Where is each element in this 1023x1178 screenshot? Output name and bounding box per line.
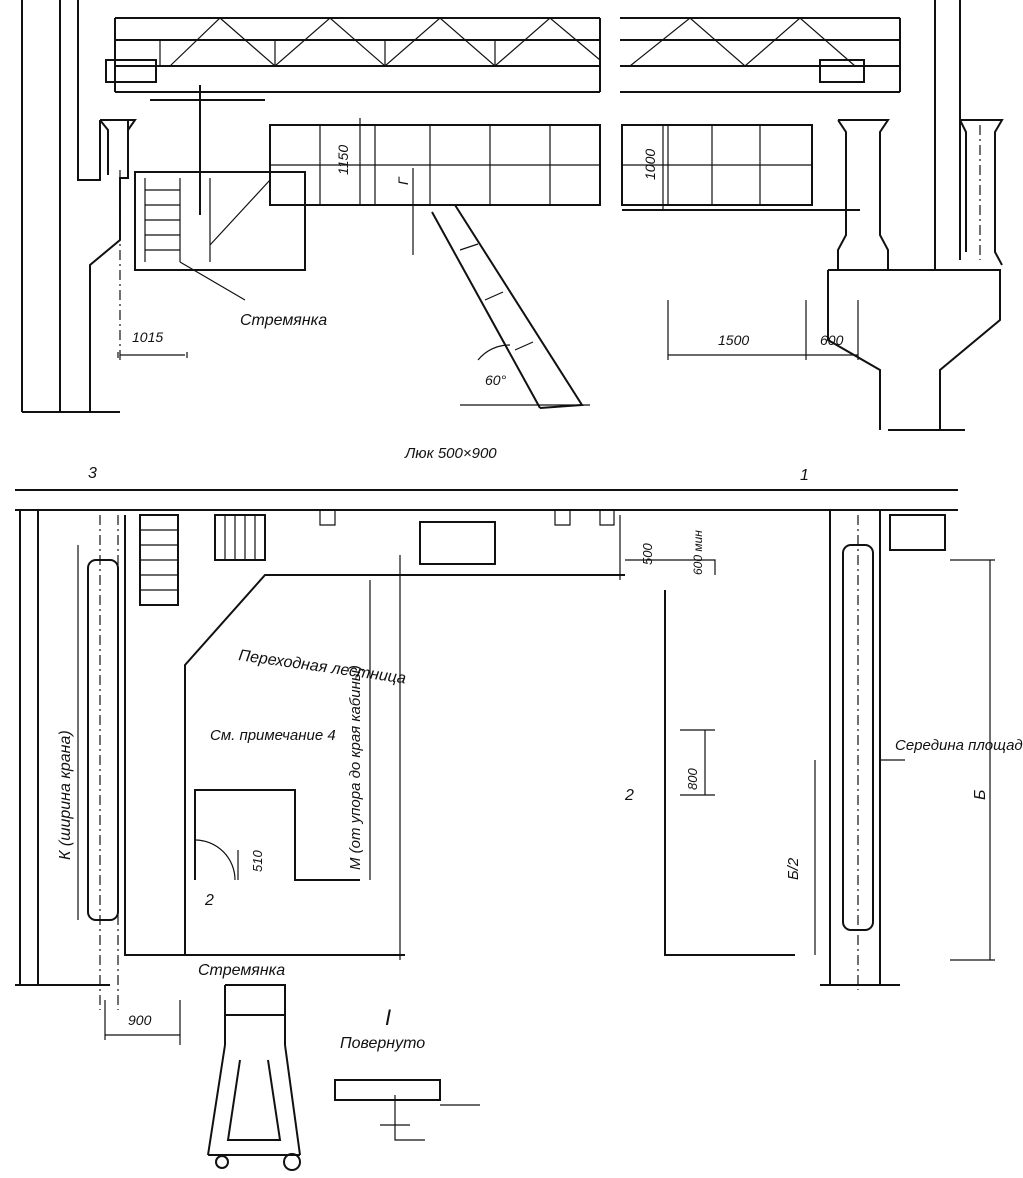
label-dim-1500: 1500 (718, 332, 749, 348)
callout-2-right: 2 (624, 787, 634, 804)
label-dim-B: Б (972, 790, 989, 800)
label-dim-900: 900 (128, 1012, 152, 1028)
label-dim-510: 510 (250, 850, 265, 872)
label-rotated: Повернуто (340, 1035, 425, 1052)
label-dim-B2: Б/2 (785, 857, 802, 880)
callout-1: 1 (800, 467, 809, 484)
label-detail-I: I (385, 1005, 391, 1030)
callout-3: 3 (88, 465, 97, 482)
elevation-view (21, 0, 1004, 431)
label-angle-60: 60° (485, 372, 507, 388)
label-hatch: Люк 500×900 (404, 445, 497, 462)
label-see-note: См. примечание 4 (210, 727, 336, 744)
plan-view (15, 489, 995, 1045)
main-beam (15, 489, 958, 511)
crane-truss (105, 17, 901, 93)
label-dim-M: М (от упора до края кабины) (347, 665, 364, 870)
cab-grid-left (269, 124, 601, 206)
stepladder-top (134, 171, 306, 301)
label-dim-1015: 1015 (132, 329, 163, 345)
label-dim-G: Г (395, 176, 411, 185)
label-crane-width: К (ширина крана) (57, 730, 74, 860)
label-transition-ladder: Переходная лестница (237, 647, 407, 687)
left-column (21, 0, 101, 413)
cab-grid-right (621, 124, 860, 211)
label-dim-800: 800 (685, 768, 700, 790)
stepladder-detail (207, 984, 301, 1171)
label-dim-600-min: 600 мин (691, 530, 705, 575)
detail-I (334, 1079, 480, 1141)
label-platform-middle: Середина площадки (895, 737, 1023, 754)
label-dim-1150: 1150 (335, 145, 351, 175)
label-dim-1000: 1000 (642, 149, 658, 180)
hatch (419, 521, 496, 565)
label-stepladder-top: Стремянка (240, 312, 327, 329)
label-dim-500: 500 (640, 543, 655, 565)
label-dim-600-top: 600 (820, 332, 844, 348)
inclined-ladder (431, 204, 590, 409)
label-stepladder-bottom: Стремянка (198, 962, 285, 979)
callout-2-left: 2 (204, 892, 214, 909)
